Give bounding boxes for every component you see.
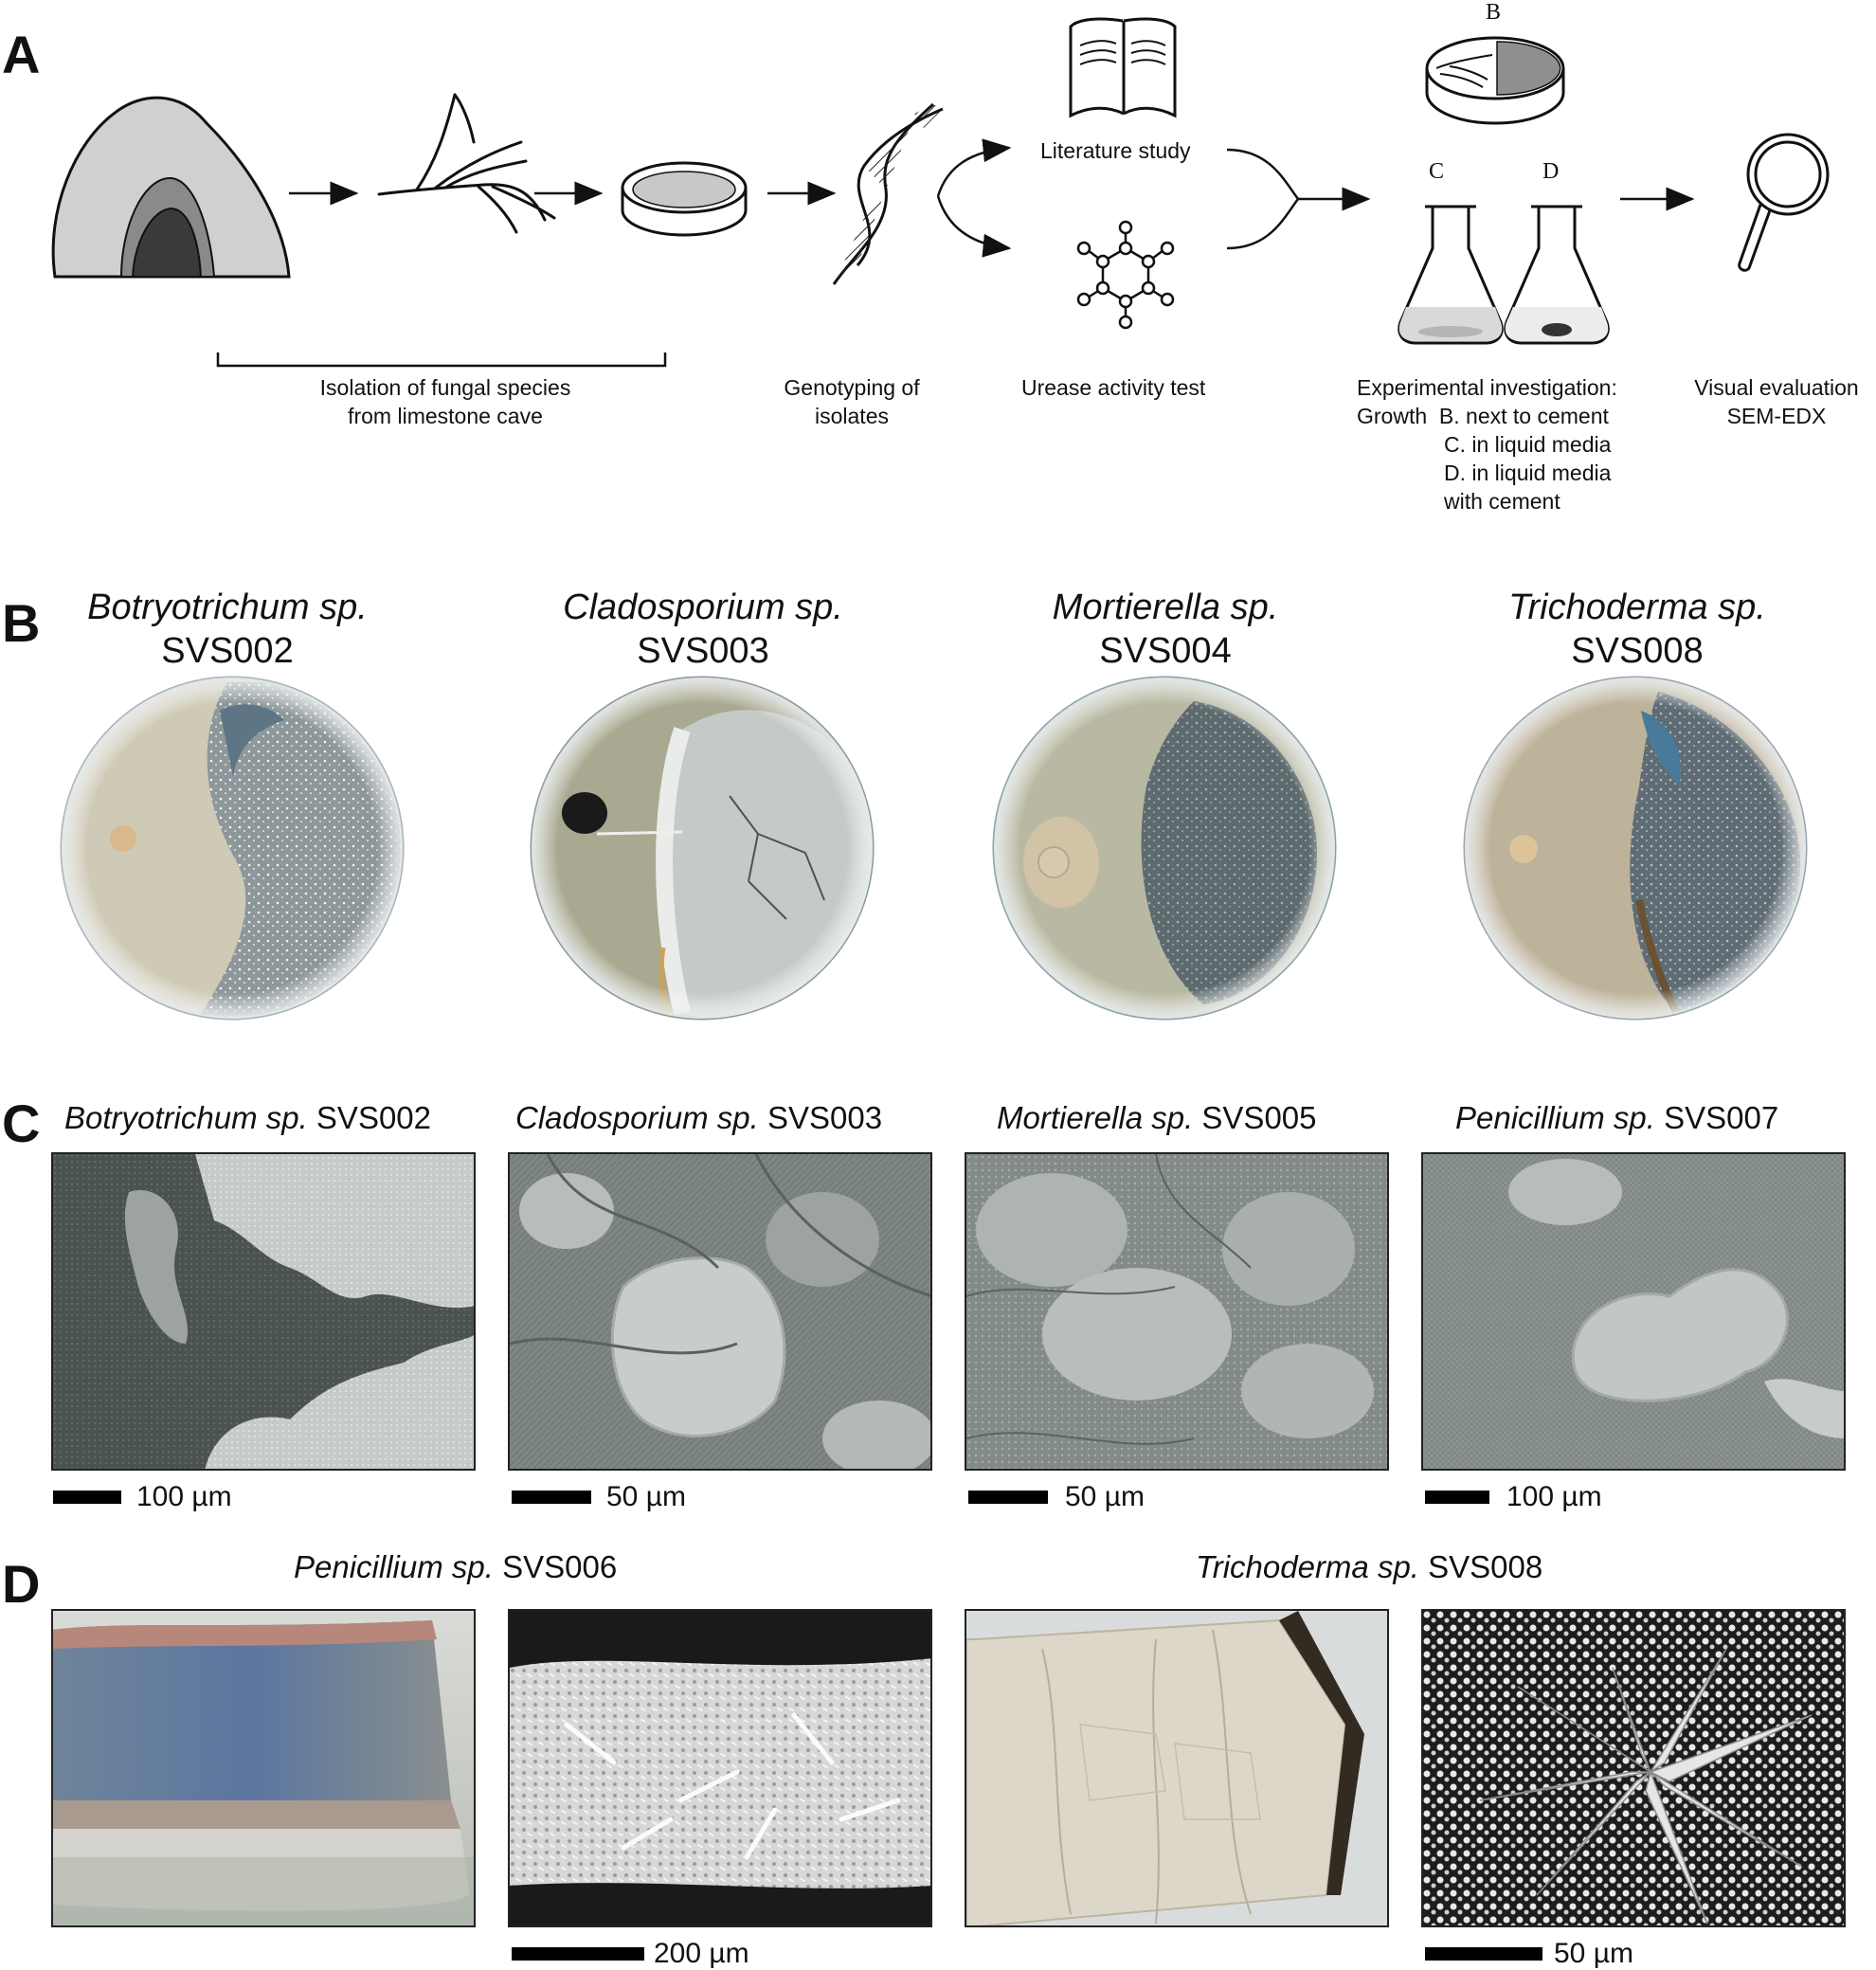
- cave-icon: [51, 96, 291, 279]
- photo-penicillium-cement: [51, 1609, 476, 1927]
- icon-letter-d: D: [1542, 159, 1560, 184]
- petri-plate-photo-3: [992, 676, 1337, 1021]
- sem-image-c4: [1421, 1152, 1846, 1471]
- scale-label-c3: 50 µm: [1065, 1481, 1145, 1512]
- panel-label-d: D: [2, 1554, 41, 1614]
- magnifier-icon: [1738, 133, 1830, 272]
- panel-label-a: A: [2, 25, 41, 84]
- sem-image-c1: [51, 1152, 476, 1471]
- sem-image-d2: [1421, 1609, 1846, 1927]
- icon-letter-c: C: [1429, 159, 1445, 184]
- caption-visual: Visual evaluation SEM-EDX: [1694, 375, 1859, 428]
- panel-a-workflow: [51, 17, 1830, 368]
- arrow: [1226, 198, 1300, 250]
- petri-plate-photo-2: [530, 676, 875, 1021]
- flask-cement-icon: [1504, 205, 1610, 345]
- panel-c-title-1: Botryotrichum sp. SVS002: [64, 1100, 432, 1135]
- scale-label-d1: 200 µm: [654, 1938, 749, 1969]
- arrow: [936, 138, 1012, 197]
- caption-genotyping: Genotyping of isolates: [784, 375, 920, 428]
- sem-image-c3: [965, 1152, 1389, 1471]
- arrow: [936, 195, 1012, 258]
- icon-letter-b: B: [1486, 0, 1502, 25]
- petri-plate-photo-1: [60, 676, 405, 1021]
- scale-label-d2: 50 µm: [1554, 1938, 1633, 1969]
- scale-label-c2: 50 µm: [606, 1481, 686, 1512]
- panel-b-title-3: Mortierella sp.SVS004: [1052, 587, 1279, 671]
- panel-d-title-2: Trichoderma sp. SVS008: [1196, 1549, 1543, 1584]
- panel-c-title-3: Mortierella sp. SVS005: [997, 1100, 1317, 1135]
- hyphae-icon: [377, 93, 556, 234]
- photo-trichoderma-cement: [965, 1609, 1389, 1927]
- scale-bar-d1: [512, 1947, 644, 1961]
- caption-literature: Literature study: [1040, 138, 1191, 163]
- sem-image-c2: [508, 1152, 932, 1471]
- scale-label-c1: 100 µm: [136, 1481, 232, 1512]
- panel-label-c: C: [2, 1093, 41, 1153]
- molecule-icon: [1076, 220, 1175, 330]
- flask-liquid-icon: [1398, 205, 1504, 345]
- caption-experimental: Experimental investigation: Growth B. ne…: [1357, 375, 1617, 514]
- panel-b-plates: [60, 676, 1808, 1021]
- caption-isolation: Isolation of fungal species from limesto…: [319, 375, 571, 428]
- scale-label-c4: 100 µm: [1506, 1481, 1602, 1512]
- sem-image-d1: [508, 1609, 932, 1927]
- split-petri-dish-icon: [1425, 36, 1565, 125]
- scale-bar-c4: [1425, 1491, 1489, 1504]
- caption-urease: Urease activity test: [1021, 375, 1206, 400]
- panel-b-title-1: Botryotrichum sp.SVS002: [87, 587, 368, 671]
- petri-dish-icon: [621, 161, 748, 237]
- book-icon: [1069, 17, 1177, 118]
- petri-plate-photo-4: [1463, 676, 1808, 1021]
- panel-b-title-2: Cladosporium sp.SVS003: [563, 587, 843, 671]
- panel-b-title-4: Trichoderma sp.SVS008: [1508, 587, 1766, 671]
- panel-d-title-1: Penicillium sp. SVS006: [294, 1549, 618, 1584]
- arrow: [1226, 148, 1300, 200]
- panel-c-title-2: Cladosporium sp. SVS003: [515, 1100, 883, 1135]
- panel-label-b: B: [2, 593, 41, 653]
- bracket: [216, 352, 667, 368]
- scale-bar-c2: [512, 1491, 591, 1504]
- panel-c-title-4: Penicillium sp. SVS007: [1455, 1100, 1779, 1135]
- scale-bar-d2: [1425, 1947, 1542, 1961]
- scale-bar-c1: [53, 1491, 121, 1504]
- dna-helix-icon: [832, 102, 944, 285]
- scale-bar-c3: [968, 1491, 1048, 1504]
